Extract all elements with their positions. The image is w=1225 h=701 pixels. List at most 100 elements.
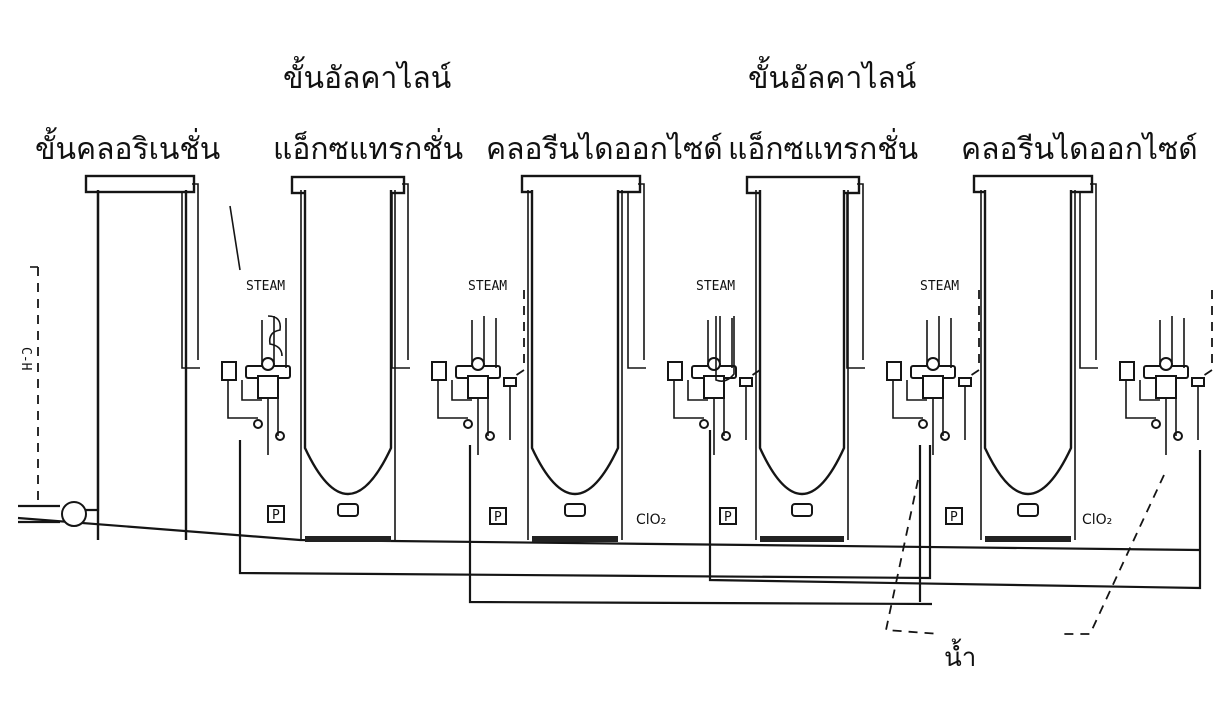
drop-lines-chlorination [267, 398, 279, 455]
pump-label-2: P [494, 510, 502, 525]
cap-pipe-chlorine-dioxide-2 [1079, 192, 1098, 369]
steam-dash-alkaline-2 [966, 290, 980, 379]
water-label: น้ำ [944, 638, 976, 673]
cap-pipe-chlorine-dioxide-1 [627, 192, 646, 369]
valve-alkaline-2 [918, 419, 928, 429]
washer-pipes-chlorination [227, 380, 262, 419]
tower-body-chlorination [96, 190, 188, 540]
coil-2 [715, 316, 735, 382]
small-box-alkaline-1 [431, 361, 447, 381]
stage-label-alkaline-extraction-2-line2: แอ็กซแทรกชั่น [728, 132, 919, 167]
steam-dash-chlorine-dioxide-2 [1199, 290, 1213, 379]
washer-dome-chlorine-dioxide-2 [1159, 357, 1173, 371]
washer-body-alkaline-2 [922, 375, 944, 399]
small-box-alkaline-2 [886, 361, 902, 381]
washer-dome-chlorine-dioxide-1 [707, 357, 721, 371]
tower-base-alkaline-1 [305, 536, 391, 542]
steam-valve-alkaline-2 [958, 377, 972, 387]
steam-valve-chlorine-dioxide-1 [739, 377, 753, 387]
washer-pipes-alkaline-2 [892, 380, 927, 419]
pump-box-3 [719, 507, 737, 525]
valve-chlorination [253, 419, 263, 429]
washer-pipes-chlorine-dioxide-1 [673, 380, 708, 419]
feed-riser [86, 184, 100, 512]
washer-dome-chlorination [261, 357, 275, 371]
vertical-chemical-label: C-H [18, 347, 33, 370]
stage-label-chlorine-dioxide-1: คลอรีนไดออกไซด์ [486, 132, 723, 167]
tower-outlet-chlorine-dioxide-2 [1017, 503, 1039, 517]
interconnect-pipe-2 [468, 445, 933, 606]
washer-dome-alkaline-1 [471, 357, 485, 371]
tower-cap-chlorine-dioxide-2 [972, 174, 1094, 194]
pump-label-1: P [272, 508, 280, 523]
washer-body-chlorine-dioxide-1 [703, 375, 725, 399]
drop-lines-alkaline-1 [477, 398, 489, 455]
tower-shell-alkaline-2 [755, 190, 849, 540]
washer-pipes-chlorine-dioxide-2 [1125, 380, 1160, 419]
tower-base-alkaline-2 [760, 536, 844, 542]
clo2-label-1: ClO₂ [636, 512, 666, 528]
feed-pump-icon [61, 501, 87, 527]
tower-body-chlorine-dioxide-1 [530, 190, 620, 495]
water-dash-2 [1060, 474, 1165, 635]
cap-pipe-alkaline-2 [846, 192, 865, 369]
cap-pipe-chlorination [181, 192, 200, 369]
washer-pipes-alkaline-1 [437, 380, 472, 419]
tower-outlet-alkaline-1 [337, 503, 359, 517]
valve-chlorine-dioxide-1 [699, 419, 709, 429]
washer-body-chlorination [257, 375, 279, 399]
pump-box-4 [945, 507, 963, 525]
tower-cap-chlorine-dioxide-1 [520, 174, 642, 194]
feed-pipe [18, 504, 60, 524]
steam-label-4: STEAM [920, 279, 959, 294]
stage-label-chlorine-dioxide-2: คลอรีนไดออกไซด์ [961, 132, 1198, 167]
water-dash-1 [884, 479, 941, 635]
steam-label-1: STEAM [246, 279, 285, 294]
stage-label-alkaline-extraction-1-line1: ขั้นอัลคาไลน์ [283, 61, 452, 96]
tower-outlet-alkaline-2 [791, 503, 813, 517]
tower-body-alkaline-2 [758, 190, 846, 495]
tower-body-alkaline-1 [303, 190, 393, 495]
tower-cap-chlorination [84, 174, 196, 194]
steam-label-3: STEAM [696, 279, 735, 294]
base-line [17, 516, 1201, 552]
tower-shell-alkaline-1 [300, 190, 396, 540]
washer-body-chlorine-dioxide-2 [1155, 375, 1177, 399]
steam-label-2: STEAM [468, 279, 507, 294]
pump-box-1 [267, 505, 285, 523]
clo2-label-2: ClO₂ [1082, 512, 1112, 528]
drop-lines-alkaline-2 [932, 398, 944, 455]
small-box-chlorination [221, 361, 237, 381]
cap-pipe-b-alkaline-2 [857, 183, 864, 360]
valve-alkaline-1 [463, 419, 473, 429]
valve-chlorine-dioxide-2 [1151, 419, 1161, 429]
tower-shell-chlorine-dioxide-2 [980, 190, 1076, 540]
tower-shell-chlorine-dioxide-1 [527, 190, 623, 540]
steam-valve-chlorine-dioxide-2 [1191, 377, 1205, 387]
cap-pipe-b-chlorine-dioxide-2 [1090, 183, 1097, 360]
stage-label-chlorination: ขั้นคลอริเนชั่น [35, 132, 221, 167]
stage-label-alkaline-extraction-2-line1: ขั้นอัลคาไลน์ [748, 61, 917, 96]
cap-pipe-b-chlorine-dioxide-1 [638, 183, 645, 360]
small-box-chlorine-dioxide-1 [667, 361, 683, 381]
drop-lines-chlorine-dioxide-2 [1165, 398, 1177, 455]
feed-lines-chlorine-dioxide-1 [707, 316, 733, 368]
tower-base-chlorine-dioxide-1 [532, 536, 618, 542]
steam-dash-chlorine-dioxide-1 [747, 290, 761, 379]
coil-1 [267, 315, 283, 357]
steam-valve-alkaline-1 [503, 377, 517, 387]
feed-lines-chlorination [261, 316, 287, 368]
feed-lines-alkaline-1 [471, 316, 497, 368]
small-box-chlorine-dioxide-2 [1119, 361, 1135, 381]
pointer-line [229, 205, 241, 271]
feed-lines-alkaline-2 [926, 316, 952, 368]
cap-pipe-b-chlorination [192, 183, 199, 360]
pump-label-4: P [950, 510, 958, 525]
washer-body-alkaline-1 [467, 375, 489, 399]
pump-label-3: P [724, 510, 732, 525]
tower-base-chlorine-dioxide-2 [985, 536, 1071, 542]
cap-pipe-alkaline-1 [391, 192, 410, 369]
feed-lines-chlorine-dioxide-2 [1159, 316, 1185, 368]
